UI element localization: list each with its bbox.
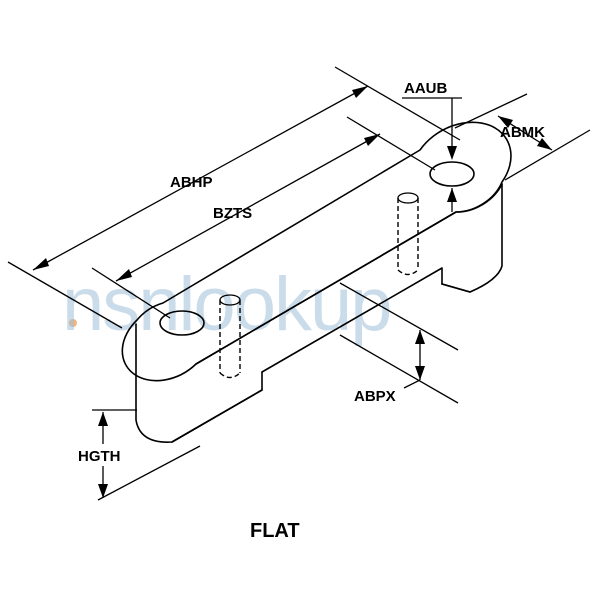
holes <box>159 161 475 336</box>
dimension-abmk: ABMK <box>454 93 591 181</box>
right-hole <box>429 161 475 187</box>
abmk-label: ABMK <box>500 124 545 141</box>
hgth-label: HGTH <box>78 448 121 465</box>
dimension-abhp: ABHP <box>7 66 461 329</box>
dimension-abpx: ABPX <box>339 282 459 405</box>
abpx-label: ABPX <box>354 388 396 405</box>
side-face-top-edge <box>195 183 503 365</box>
side-face-lower-edge <box>441 283 471 293</box>
left-dowel-pin <box>219 294 241 379</box>
dimension-bzts: BZTS <box>91 116 436 319</box>
dimension-aaub: AAUB <box>402 80 462 212</box>
aaub-label: AAUB <box>404 80 447 97</box>
bzts-label: BZTS <box>213 205 252 222</box>
right-dowel-pin <box>397 192 419 276</box>
underside-notch <box>261 267 443 373</box>
watermark-dot <box>69 319 77 327</box>
front-bottom-edge <box>171 389 263 443</box>
dowel-pins <box>219 192 419 379</box>
left-hole <box>159 310 205 336</box>
part-body <box>121 121 512 443</box>
dimension-hgth: HGTH <box>78 409 201 501</box>
abhp-label: ABHP <box>170 174 213 191</box>
diagram-caption: FLAT <box>250 520 300 542</box>
